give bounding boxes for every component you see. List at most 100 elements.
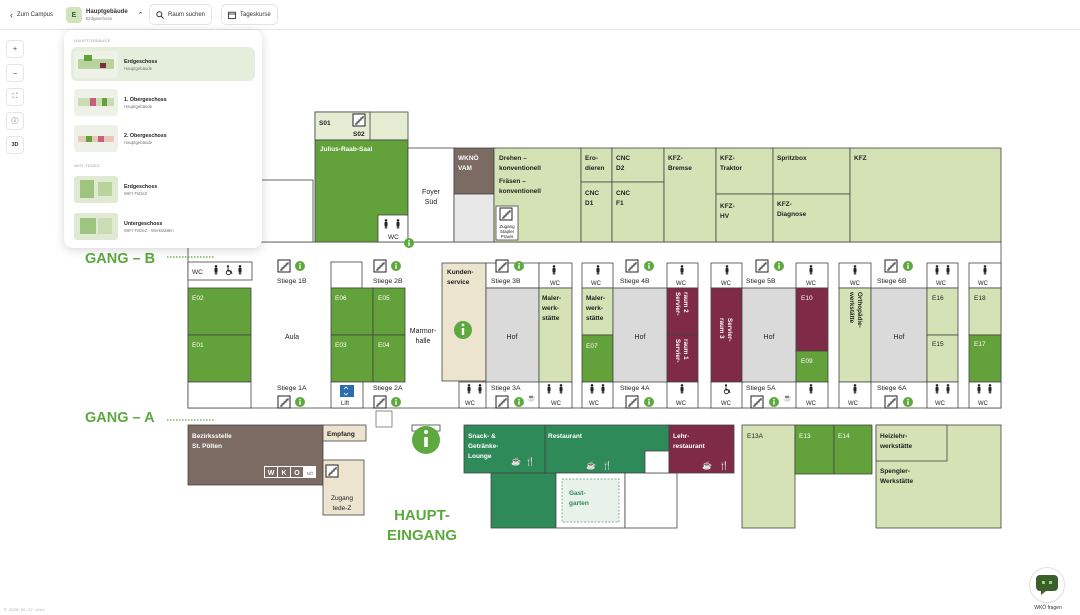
room-e18[interactable]: E18 bbox=[974, 295, 986, 302]
room-malerwerk2-2[interactable]: werk- bbox=[585, 305, 603, 312]
room-servierraum3-1[interactable]: Servier- bbox=[726, 318, 733, 341]
stiege-5b-label[interactable]: Stiege 5B bbox=[746, 278, 776, 285]
room-snack-3[interactable]: Lounge bbox=[468, 453, 492, 460]
room-kfz-bremse-1[interactable]: KFZ- bbox=[668, 155, 683, 162]
room-servierraum1-2[interactable]: raum 1 bbox=[682, 339, 689, 360]
info-icon-large[interactable] bbox=[454, 321, 472, 339]
room-e09[interactable]: E09 bbox=[801, 358, 813, 365]
room-e02[interactable]: E02 bbox=[192, 295, 204, 302]
room-zugang-tedez-2[interactable]: tede-Z bbox=[333, 505, 352, 512]
room-kfz-hv-1[interactable]: KFZ- bbox=[720, 203, 735, 210]
room-gastgarten-1[interactable]: Gast- bbox=[569, 490, 586, 497]
stiege-2b-label[interactable]: Stiege 2B bbox=[373, 278, 403, 285]
room-zugang-stapler-2[interactable]: Stapler bbox=[500, 229, 515, 234]
room-e03[interactable]: E03 bbox=[335, 342, 347, 349]
floor-option-eg-hauptgebaeude[interactable]: Erdgeschoss Hauptgebäude bbox=[71, 47, 255, 81]
room-zugang-tedez-1[interactable]: Zugang bbox=[331, 495, 353, 502]
room-kfz-traktor-2[interactable]: Traktor bbox=[720, 165, 743, 172]
room-malerwerk1-2[interactable]: werk- bbox=[541, 305, 559, 312]
stiege-3b-label[interactable]: Stiege 3B bbox=[491, 278, 521, 285]
room-e01[interactable]: E01 bbox=[192, 342, 204, 349]
room-bezirksstelle-2[interactable]: St. Pölten bbox=[192, 443, 222, 450]
room-e10[interactable]: E10 bbox=[801, 295, 813, 302]
room-kfz-bremse-2[interactable]: Bremse bbox=[668, 165, 692, 172]
room-e07[interactable]: E07 bbox=[586, 343, 598, 350]
room-ortho-1[interactable]: Orthopädie- bbox=[856, 292, 863, 328]
room-e17[interactable]: E17 bbox=[974, 341, 986, 348]
room-e05[interactable]: E05 bbox=[378, 295, 390, 302]
room-erodieren-2[interactable]: dieren bbox=[585, 165, 605, 172]
info-icon-entrance[interactable] bbox=[412, 426, 440, 454]
room-e15[interactable]: E15 bbox=[932, 341, 944, 348]
zoom-out-button[interactable]: – bbox=[6, 64, 24, 82]
room-e04[interactable]: E04 bbox=[378, 342, 390, 349]
room-drehen-2[interactable]: konventionell bbox=[499, 165, 541, 172]
room-snack-1[interactable]: Snack- & bbox=[468, 433, 496, 440]
room-kfz[interactable]: KFZ bbox=[854, 155, 867, 162]
room-spengler-1[interactable]: Spengler- bbox=[880, 468, 910, 475]
room-kfz-diagnose-1[interactable]: KFZ- bbox=[777, 201, 792, 208]
room-cnc-d2-1[interactable]: CNC bbox=[616, 155, 630, 162]
stiege-1a-label[interactable]: Stiege 1A bbox=[277, 385, 307, 392]
room-e13[interactable]: E13 bbox=[799, 433, 811, 440]
building-selector[interactable]: E Hauptgebäude Erdgeschoss ⌃ bbox=[60, 3, 150, 27]
stiege-5a-label[interactable]: Stiege 5A bbox=[746, 385, 776, 392]
room-kfz-traktor-1[interactable]: KFZ- bbox=[720, 155, 735, 162]
room-malerwerk1-1[interactable]: Maler- bbox=[542, 295, 561, 302]
stiege-2a-label[interactable]: Stiege 2A bbox=[373, 385, 403, 392]
room-restaurant[interactable]: Restaurant bbox=[548, 433, 583, 440]
room-cnc-d1-1[interactable]: CNC bbox=[585, 190, 599, 197]
back-to-campus-button[interactable]: ‹ Zum Campus bbox=[4, 4, 60, 25]
room-zugang-stapler-3[interactable]: Praxis bbox=[501, 234, 514, 239]
room-snack-2[interactable]: Getränke- bbox=[468, 443, 498, 450]
room-e16[interactable]: E16 bbox=[932, 295, 944, 302]
room-lehrrestaurant-1[interactable]: Lehr- bbox=[673, 433, 689, 440]
room-servierraum2-1[interactable]: Servier- bbox=[674, 292, 681, 315]
room-ortho-2[interactable]: werkstätte bbox=[848, 291, 855, 324]
room-cnc-d1-2[interactable]: D1 bbox=[585, 200, 594, 207]
room-servierraum2-2[interactable]: raum 2 bbox=[682, 292, 689, 313]
room-e06[interactable]: E06 bbox=[335, 295, 347, 302]
day-courses-button[interactable]: Tageskurse bbox=[221, 4, 278, 25]
room-e14[interactable]: E14 bbox=[838, 433, 850, 440]
room-bezirksstelle-1[interactable]: Bezirksstelle bbox=[192, 433, 232, 440]
floor-option-og1-hauptgebaeude[interactable]: 1. Obergeschoss Hauptgebäude bbox=[71, 85, 255, 119]
stiege-4a-label[interactable]: Stiege 4A bbox=[620, 385, 650, 392]
stiege-4b-label[interactable]: Stiege 4B bbox=[620, 278, 650, 285]
room-cnc-f1-1[interactable]: CNC bbox=[616, 190, 630, 197]
room-kundenservice-2[interactable]: service bbox=[447, 279, 470, 286]
lift-icon[interactable]: Lift bbox=[340, 385, 354, 407]
room-spritzbox[interactable]: Spritzbox bbox=[777, 155, 807, 162]
room-wkno-1[interactable]: WKNÖ bbox=[458, 153, 479, 162]
room-lehrrestaurant-2[interactable]: restaurant bbox=[673, 443, 706, 450]
floor-option-eg-tedez[interactable]: Erdgeschoss WIFI-TeDeZ bbox=[71, 172, 255, 206]
room-cnc-d2-2[interactable]: D2 bbox=[616, 165, 625, 172]
room-julius-raab-saal[interactable]: Julius-Raab-Saal bbox=[320, 146, 373, 153]
room-heizlehr-2[interactable]: werkstätte bbox=[879, 443, 913, 450]
room-malerwerk2-3[interactable]: stätte bbox=[586, 315, 604, 322]
room-heizlehr-1[interactable]: Heizlehr- bbox=[880, 433, 907, 440]
room-e13a[interactable]: E13A bbox=[747, 433, 764, 440]
stiege-1b-label[interactable]: Stiege 1B bbox=[277, 278, 307, 285]
floor-option-og2-hauptgebaeude[interactable]: 2. Obergeschoss Hauptgebäude bbox=[71, 121, 255, 155]
room-spengler-2[interactable]: Werkstätte bbox=[880, 478, 914, 485]
room-servierraum1-1[interactable]: Servier- bbox=[674, 339, 681, 362]
stiege-6b-label[interactable]: Stiege 6B bbox=[877, 278, 907, 285]
room-servierraum3-2[interactable]: raum 3 bbox=[718, 318, 725, 339]
room-s02[interactable]: S02 bbox=[353, 131, 365, 138]
room-s01[interactable]: S01 bbox=[319, 120, 331, 127]
zoom-in-button[interactable]: + bbox=[6, 40, 24, 58]
room-fraesen-2[interactable]: konventionell bbox=[499, 188, 541, 195]
room-kfz-hv-2[interactable]: HV bbox=[720, 213, 730, 220]
room-cnc-f1-2[interactable]: F1 bbox=[616, 200, 624, 207]
room-zugang-stapler-1[interactable]: Zugang bbox=[499, 224, 515, 229]
room-malerwerk1-3[interactable]: stätte bbox=[542, 315, 560, 322]
floor-option-ug-tedez[interactable]: Untergeschoss WIFI-TeDeZ · Werkstätten bbox=[71, 209, 255, 243]
room-empfang[interactable]: Empfang bbox=[327, 431, 355, 438]
3d-toggle-button[interactable]: 3D bbox=[6, 136, 24, 154]
room-erodieren-1[interactable]: Ero- bbox=[585, 155, 598, 162]
room-drehen-1[interactable]: Drehen – bbox=[499, 155, 527, 162]
room-gastgarten-2[interactable]: garten bbox=[569, 500, 589, 507]
stiege-6a-label[interactable]: Stiege 6A bbox=[877, 385, 907, 392]
room-fraesen-1[interactable]: Fräsen – bbox=[499, 178, 526, 185]
